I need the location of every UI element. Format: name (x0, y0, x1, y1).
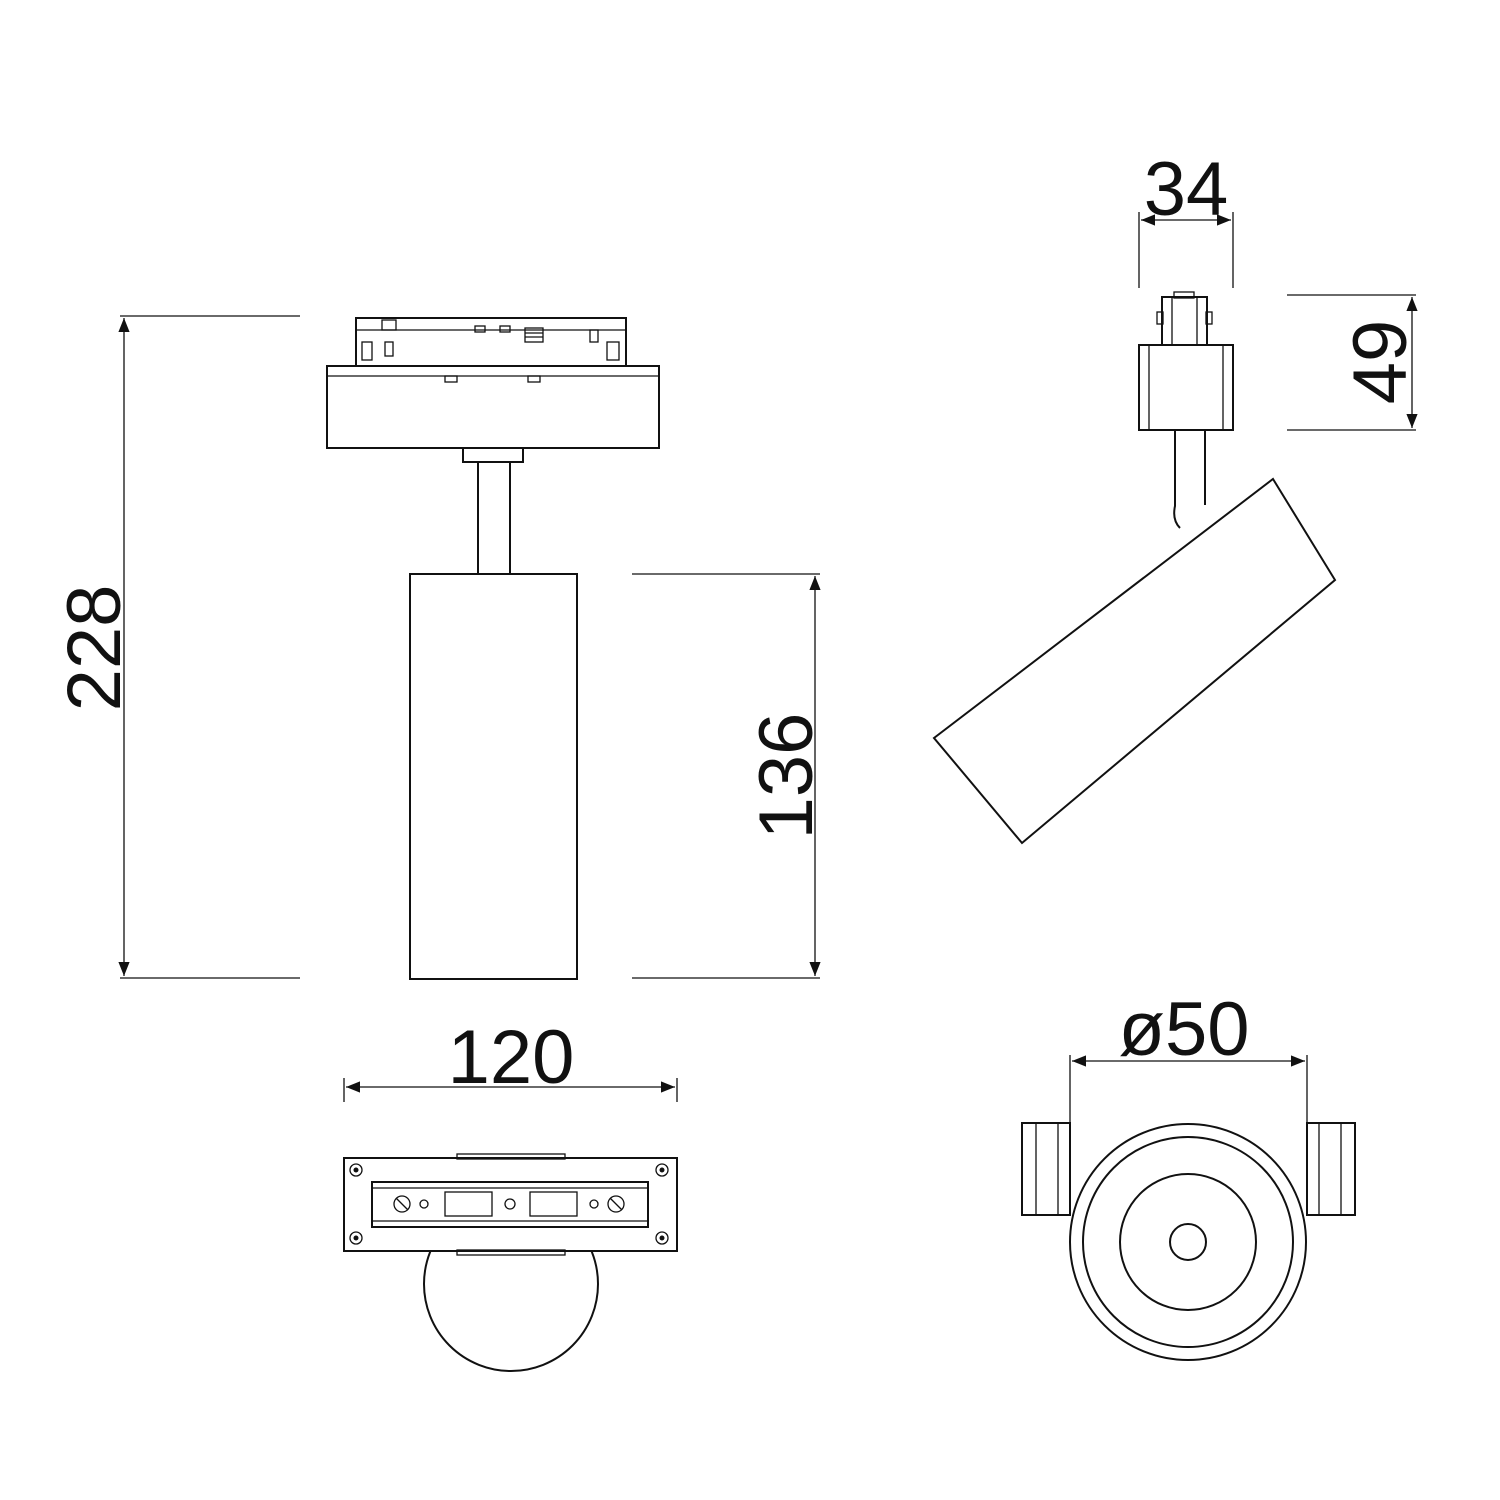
top-view (343, 1153, 678, 1372)
dimension-adapter-width-label: 34 (1144, 147, 1229, 232)
dimension-body-height-label: 136 (744, 713, 829, 840)
dimension-diameter-label: ø50 (1119, 987, 1250, 1072)
bottom-view (1021, 1122, 1356, 1361)
dimension-adapter-width: 34 (1138, 147, 1234, 288)
front-view (326, 317, 660, 980)
dimension-base-width-label: 120 (448, 1015, 575, 1100)
dimension-diameter: ø50 (1069, 987, 1308, 1123)
dimension-total-height-label: 228 (52, 585, 137, 712)
dimension-total-height: 228 (52, 315, 300, 979)
dimension-base-width: 120 (343, 1015, 678, 1102)
dimension-body-height: 136 (632, 573, 829, 979)
side-view (932, 291, 1337, 845)
dimension-adapter-height: 49 (1287, 294, 1423, 431)
dimension-adapter-height-label: 49 (1338, 320, 1423, 405)
